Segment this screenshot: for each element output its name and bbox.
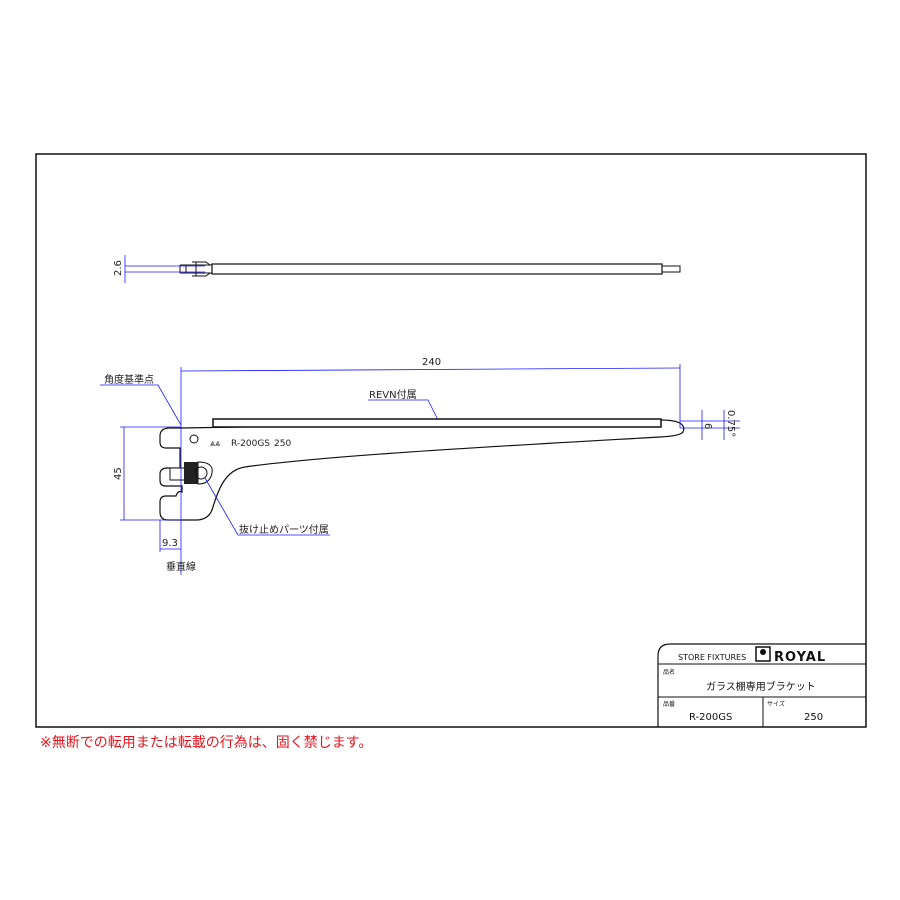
dim-thickness: 2.6 — [113, 260, 124, 276]
dim-angle: 0.75° — [725, 410, 736, 437]
size-value: 250 — [804, 712, 823, 723]
bracket-side-view: ⩓⩓ R-200GS 250 — [159, 418, 685, 521]
name-label: 品名 — [663, 668, 675, 676]
title-block: STORE FIXTURES ROYAL 品名 ガラス棚専用ブラケット 品番 R… — [657, 643, 866, 727]
label-angle-reference: 角度基準点 — [104, 373, 154, 386]
label-stopper: 抜け止めパーツ付属 — [239, 523, 329, 536]
copyright-note: ※無断での転用または転載の行為は、固く禁じます。 — [40, 735, 373, 751]
company-tagline: STORE FIXTURES — [678, 653, 746, 662]
name-value: ガラス棚専用ブラケット — [706, 680, 816, 693]
dim-tip: 6 — [702, 423, 713, 429]
revn-rod — [212, 418, 662, 428]
logo-mark: ⩓⩓ — [210, 439, 220, 449]
size-label: サイズ — [767, 700, 785, 708]
top-view: 2.6 — [113, 255, 681, 283]
part-value: R-200GS — [689, 712, 732, 723]
dim-length: 240 — [422, 357, 441, 368]
label-vertical-line: 垂直線 — [166, 560, 196, 573]
dim-height: 45 — [113, 467, 124, 480]
engraving-model: R-200GS — [231, 439, 270, 449]
royal-logo-icon — [755, 646, 771, 662]
drawing-frame — [35, 153, 867, 728]
part-label: 品番 — [663, 701, 675, 708]
dim-offset: 9.3 — [162, 538, 178, 549]
brand-name: ROYAL — [774, 650, 826, 665]
label-revn: REVN付属 — [369, 388, 417, 401]
engraving-size: 250 — [274, 439, 291, 449]
dimension-lines — [100, 364, 740, 575]
